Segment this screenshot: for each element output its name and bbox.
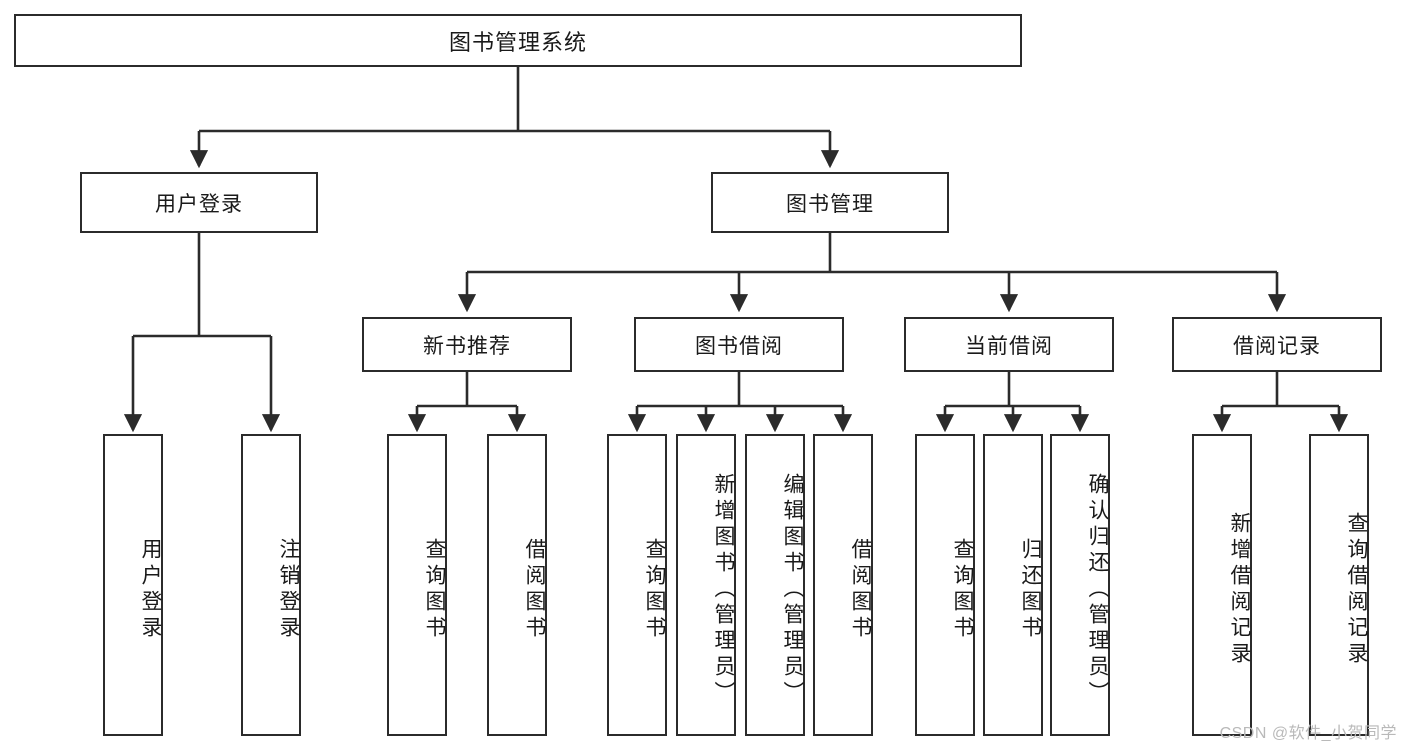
node-new-book-recommend[interactable]: 新书推荐 bbox=[362, 317, 572, 372]
watermark-csdn: CSDN @软件_小贺同学 bbox=[1219, 725, 1397, 742]
leaf-borrow-query-book[interactable]: 查询图书 bbox=[607, 434, 667, 736]
leaf-current-query-book[interactable]: 查询图书 bbox=[915, 434, 975, 736]
leaf-recommend-query-book[interactable]: 查询图书 bbox=[387, 434, 447, 736]
node-root-system[interactable]: 图书管理系统 bbox=[14, 14, 1022, 67]
node-current-borrow[interactable]: 当前借阅 bbox=[904, 317, 1114, 372]
leaf-recommend-borrow-book[interactable]: 借阅图书 bbox=[487, 434, 547, 736]
leaf-borrow-add-book-admin[interactable]: 新增图书（管理员） bbox=[676, 434, 736, 736]
leaf-borrow-borrow-book[interactable]: 借阅图书 bbox=[813, 434, 873, 736]
node-book-borrow[interactable]: 图书借阅 bbox=[634, 317, 844, 372]
leaf-record-add-borrow-record[interactable]: 新增借阅记录 bbox=[1192, 434, 1252, 736]
node-book-management[interactable]: 图书管理 bbox=[711, 172, 949, 233]
leaf-user-logout[interactable]: 注销登录 bbox=[241, 434, 301, 736]
node-user-login[interactable]: 用户登录 bbox=[80, 172, 318, 233]
leaf-current-return-book[interactable]: 归还图书 bbox=[983, 434, 1043, 736]
leaf-user-login[interactable]: 用户登录 bbox=[103, 434, 163, 736]
leaf-current-confirm-return-admin[interactable]: 确认归还（管理员） bbox=[1050, 434, 1110, 736]
node-borrow-record[interactable]: 借阅记录 bbox=[1172, 317, 1382, 372]
leaf-record-query-borrow-record[interactable]: 查询借阅记录 bbox=[1309, 434, 1369, 736]
leaf-borrow-edit-book-admin[interactable]: 编辑图书（管理员） bbox=[745, 434, 805, 736]
